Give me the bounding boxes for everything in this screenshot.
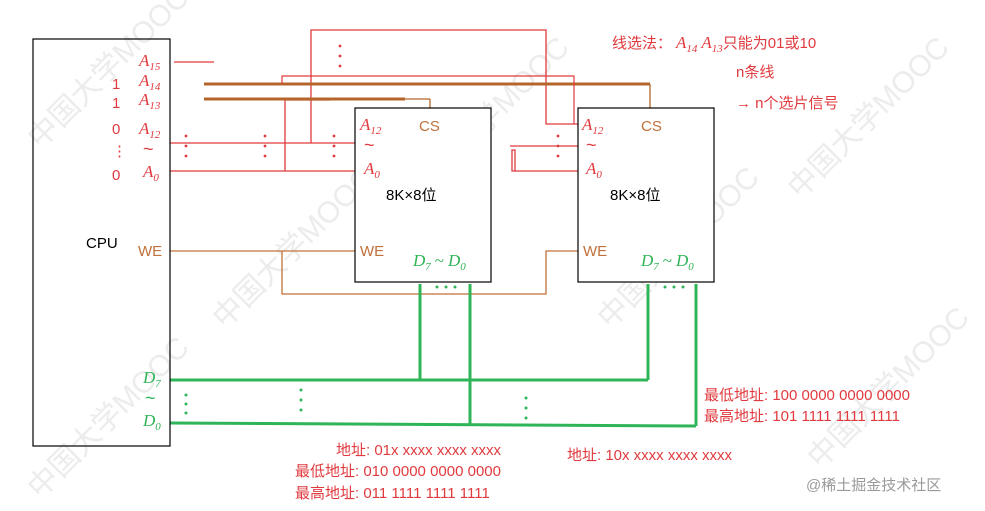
bit-a14: 1 xyxy=(112,76,120,93)
chip-1-size: 8K×8位 xyxy=(386,187,436,204)
chip-1-address-notes: 地址: 01x xxxx xxxx xxxx 最低地址: 010 0000 00… xyxy=(295,442,502,502)
svg-text:A15: A15 xyxy=(138,51,161,73)
svg-text:A0: A0 xyxy=(363,159,380,181)
chip-2-we: WE xyxy=(583,243,607,260)
chip-1-cs: CS xyxy=(419,118,440,135)
method-suffix: 只能为01或10 xyxy=(723,35,816,52)
chip-2-cs: CS xyxy=(641,118,662,135)
we-wires xyxy=(170,250,578,295)
bit-a0: 0 xyxy=(112,167,120,184)
chip-1-tilde: ~ xyxy=(364,135,375,155)
chip-1-a12: A xyxy=(359,115,371,134)
chip-1-we: WE xyxy=(360,243,384,260)
pin-a12: A xyxy=(138,119,150,138)
watermark: 中国大学MOOC xyxy=(782,31,956,205)
method-prefix: 线选法： xyxy=(612,35,672,52)
chip-2-d7: D xyxy=(640,251,654,270)
cpu-label: CPU xyxy=(86,235,118,252)
chip-1-d7: D xyxy=(412,251,426,270)
cpu-box xyxy=(32,38,171,447)
svg-text:A12: A12 xyxy=(138,119,161,141)
data-wires xyxy=(169,284,698,428)
svg-text:A14: A14 xyxy=(138,71,161,93)
svg-text:D0: D0 xyxy=(142,411,161,433)
chip-2-a12: A xyxy=(581,115,593,134)
cpu-data-pins: D7 ~ D0 xyxy=(142,368,161,433)
pin-a15: A xyxy=(138,51,150,70)
n-signals-note: → n个选片信号 xyxy=(736,95,839,112)
n-lines-note: n条线 xyxy=(736,64,774,81)
credit-watermark: @稀土掘金技术社区 xyxy=(806,477,941,494)
pin-d7: D xyxy=(142,368,156,387)
continuation-dots xyxy=(184,44,560,158)
chip-2-box xyxy=(577,107,715,283)
bit-a13: 1 xyxy=(112,95,120,112)
pin-data-tilde: ~ xyxy=(145,388,156,408)
memory-chip-2: A12 ~ A0 CS 8K×8位 WE D7~D0 xyxy=(577,107,715,283)
bit-dots: ⋮ xyxy=(112,143,127,160)
chip-1-address: 地址: 01x xxxx xxxx xxxx xyxy=(336,442,502,459)
chip-2-max-address: 最高地址: 101 1111 1111 1111 xyxy=(704,408,900,425)
svg-text:A12: A12 xyxy=(359,115,382,137)
chip-1-max-address: 最高地址: 011 1111 1111 1111 xyxy=(295,485,490,502)
svg-text:A0: A0 xyxy=(142,162,159,184)
memory-chip-1: A12 ~ A0 CS 8K×8位 WE D7~D0 xyxy=(354,107,492,283)
chip-2-size: 8K×8位 xyxy=(610,187,660,204)
svg-text:A0: A0 xyxy=(585,159,602,181)
chip-2-address-notes: 地址: 10x xxxx xxxx xxxx 最低地址: 100 0000 00… xyxy=(567,387,910,464)
data-continuation-dots xyxy=(184,285,685,420)
pin-a14: A xyxy=(138,71,150,90)
pin-a13: A xyxy=(138,90,150,109)
pin-we: WE xyxy=(138,243,162,260)
chip-2-tilde: ~ xyxy=(586,135,597,155)
chip-2-a0: A xyxy=(585,159,597,178)
chip-2-min-address: 最低地址: 100 0000 0000 0000 xyxy=(704,387,910,404)
chip-select-bus xyxy=(204,75,651,124)
bit-a12: 0 xyxy=(112,121,120,138)
cpu-address-pins: A15 A14 A13 A12 ~ A0 xyxy=(138,51,161,184)
pin-addr-tilde: ~ xyxy=(143,139,154,159)
svg-text:A13: A13 xyxy=(138,90,161,112)
chip-1-a0: A xyxy=(363,159,375,178)
chip-1-min-address: 最低地址: 010 0000 0000 0000 xyxy=(295,463,501,480)
cpu-bit-values: 1 1 0 ⋮ 0 xyxy=(112,76,127,184)
svg-text:A12: A12 xyxy=(581,115,604,137)
chip-2-address: 地址: 10x xxxx xxxx xxxx xyxy=(567,447,733,464)
chip-1-box xyxy=(354,107,492,283)
pin-a0: A xyxy=(142,162,154,181)
pin-d0: D xyxy=(142,411,156,430)
svg-text:D7~D0: D7~D0 xyxy=(640,251,694,273)
svg-text:D7: D7 xyxy=(142,368,161,390)
svg-text:D7~D0: D7~D0 xyxy=(412,251,466,273)
